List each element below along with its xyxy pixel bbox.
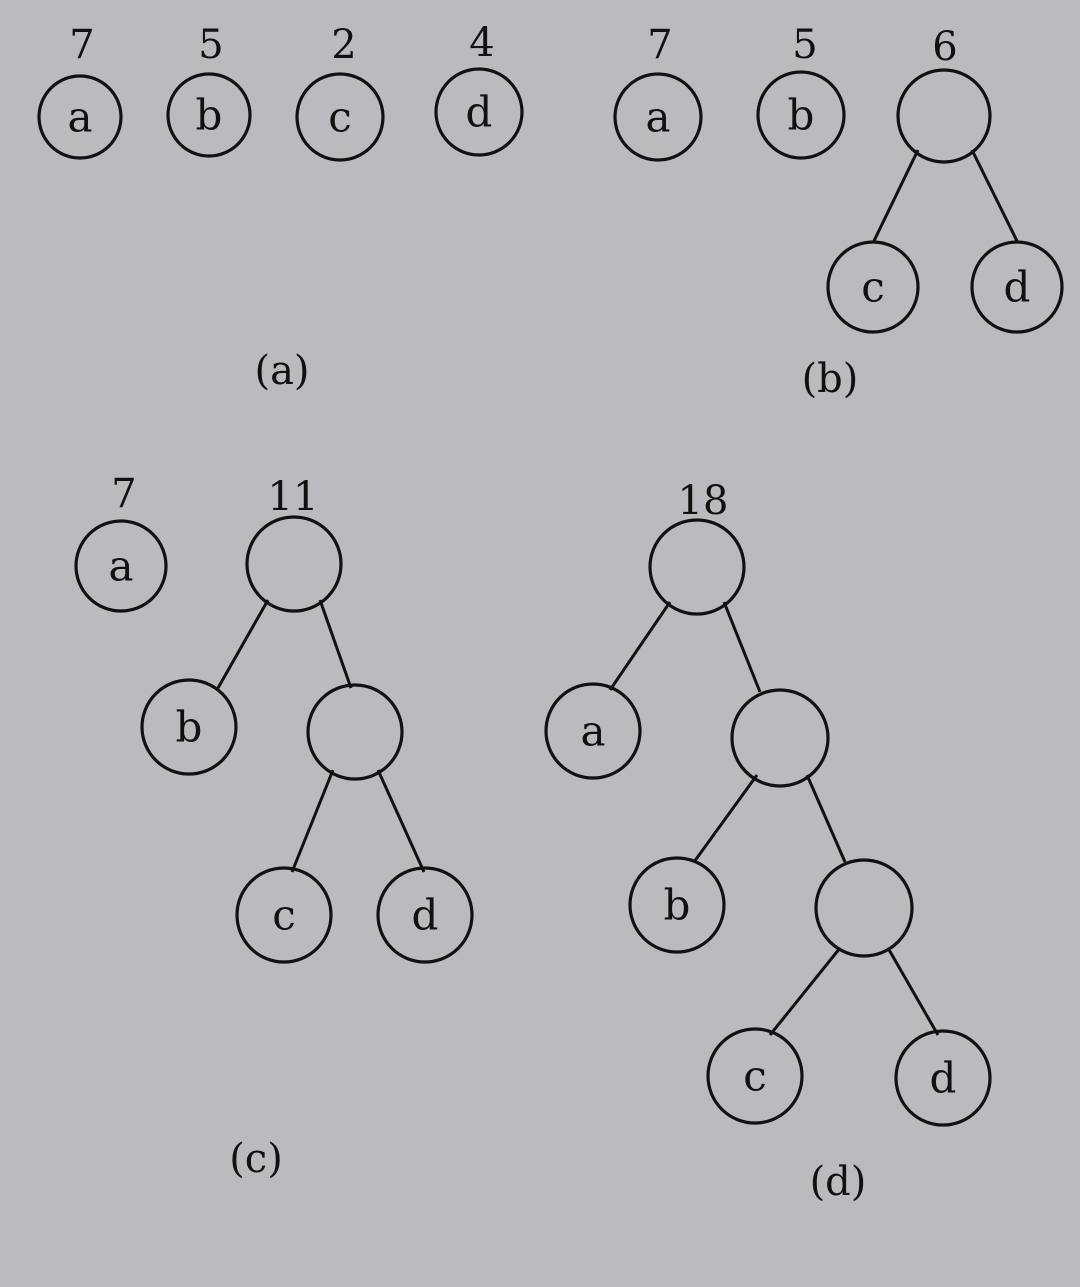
internal-node — [245, 515, 343, 613]
node-label: c — [272, 891, 296, 940]
leaf-node — [894, 1029, 992, 1127]
weight-label: 18 — [678, 478, 729, 524]
tree-edge — [290, 769, 335, 873]
node-label: a — [580, 707, 605, 756]
tree-edge — [692, 774, 759, 863]
tree-edge — [886, 947, 940, 1036]
internal-node — [306, 683, 404, 781]
node-label: a — [67, 93, 92, 142]
node-label: c — [861, 263, 885, 312]
leaf-node — [544, 682, 642, 780]
node-label: d — [466, 88, 493, 137]
tree-edge — [722, 601, 762, 693]
node-label: d — [1004, 263, 1031, 312]
tree-edge — [768, 947, 842, 1036]
internal-node — [814, 858, 914, 958]
leaf-node — [756, 70, 846, 160]
panel-c: 7 a 11 b c d (c) — [74, 471, 474, 1182]
leaf-node — [295, 72, 385, 162]
panel-b: 7 a 5 b 6 c d (b) — [613, 22, 1064, 402]
leaf-node — [376, 866, 474, 964]
leaf-node — [706, 1027, 804, 1125]
panel-caption: (d) — [810, 1159, 867, 1205]
panel-caption: (c) — [229, 1136, 283, 1182]
node-label: b — [176, 703, 203, 752]
node-label: d — [930, 1054, 957, 1103]
internal-node — [896, 68, 992, 164]
node-label: d — [412, 891, 439, 940]
leaf-node — [74, 519, 168, 613]
weight-label: 7 — [69, 22, 94, 68]
node-label: a — [645, 93, 670, 142]
node-label: c — [743, 1052, 767, 1101]
panel-d: 18 a b c d (d) — [544, 478, 992, 1205]
weight-label: 4 — [469, 20, 494, 66]
leaf-node — [613, 72, 703, 162]
leaf-node — [140, 678, 238, 776]
internal-node — [730, 688, 830, 788]
leaf-node — [37, 74, 123, 160]
panel-caption: (a) — [254, 348, 309, 394]
weight-label: 6 — [932, 24, 957, 70]
panel-caption: (b) — [802, 356, 859, 402]
tree-edge — [871, 149, 920, 244]
node-label: c — [328, 93, 352, 142]
weight-label: 2 — [331, 22, 356, 68]
tree-edge — [970, 149, 1020, 244]
tree-edge — [216, 599, 270, 689]
weight-label: 5 — [792, 22, 817, 68]
leaf-node — [628, 856, 726, 954]
tree-edge — [608, 601, 672, 691]
tree-edge — [805, 774, 847, 863]
weight-label: 7 — [111, 471, 136, 517]
node-label: b — [196, 91, 223, 140]
leaf-node — [434, 67, 524, 157]
leaf-node — [970, 240, 1064, 334]
node-label: a — [108, 542, 133, 591]
weight-label: 5 — [198, 22, 223, 68]
leaf-node — [826, 240, 920, 334]
weight-label: 11 — [268, 474, 319, 520]
panel-a: 7 a 5 b 2 c 4 d (a) — [37, 20, 524, 394]
leaf-node — [235, 866, 333, 964]
weight-label: 7 — [647, 22, 672, 68]
tree-edge — [318, 599, 353, 689]
node-label: b — [664, 881, 691, 930]
tree-edge — [376, 769, 426, 873]
node-label: b — [788, 91, 815, 140]
internal-node — [648, 518, 746, 616]
leaf-node — [166, 72, 252, 158]
